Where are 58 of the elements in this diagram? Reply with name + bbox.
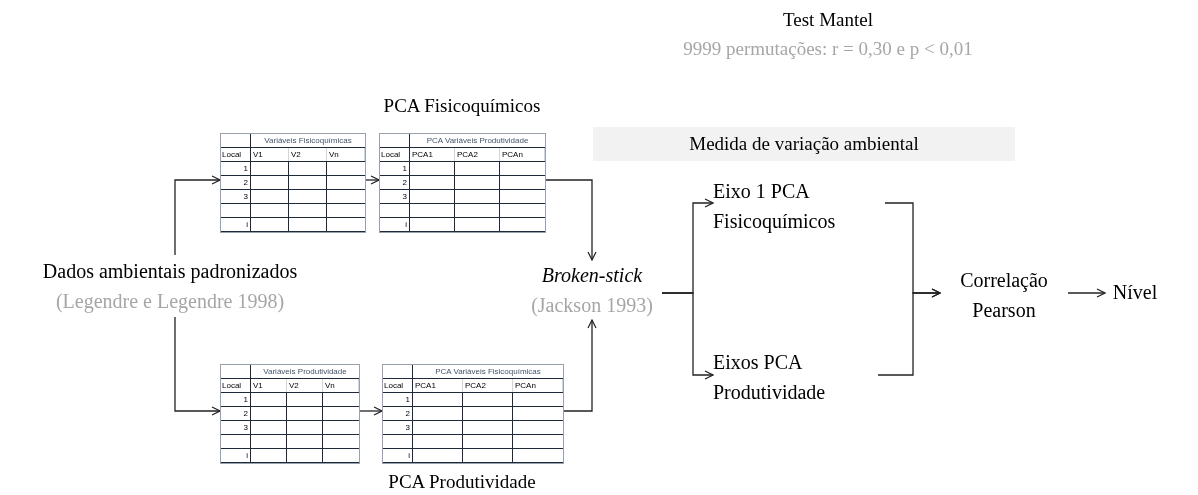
table-header: Local <box>383 379 413 392</box>
table-header: V1 <box>251 148 289 161</box>
title-text: Test Mantel <box>782 8 874 32</box>
row-number: i <box>221 449 251 462</box>
row-number: i <box>380 218 410 231</box>
row-number: 1 <box>383 393 413 406</box>
table-header: PCA1 <box>413 379 463 392</box>
citation-text: (Jackson 1993) <box>531 293 653 319</box>
arrow <box>661 292 714 380</box>
arrow <box>563 319 597 412</box>
band-label: Medida de variação ambiental <box>593 127 1015 161</box>
row-number: 3 <box>221 421 251 434</box>
row-number: 3 <box>380 190 410 203</box>
table-header: PCA1 <box>410 148 455 161</box>
table-header: Variáveis Produtividade <box>262 365 348 378</box>
arrow <box>877 288 941 376</box>
node-text: Dados ambientais padronizados <box>42 259 298 285</box>
row-number: 1 <box>221 162 251 175</box>
arrow <box>174 175 221 256</box>
row-number: i <box>221 218 251 231</box>
row-number: 3 <box>383 421 413 434</box>
statistics-text: 9999 permutações: r = 0,30 e p < 0,01 <box>682 37 974 61</box>
table-header: PCA2 <box>463 379 513 392</box>
table-header: Vn <box>327 148 365 161</box>
table-caption: PCA Fisicoquímicos <box>382 94 542 118</box>
citation-text: (Legendre e Legendre 1998) <box>55 289 285 315</box>
node-text: Correlação Pearson <box>959 268 1049 323</box>
arrow <box>365 175 380 185</box>
table-header: Local <box>221 379 251 392</box>
row-number: 1 <box>221 393 251 406</box>
arrow <box>174 316 221 416</box>
arrow <box>545 179 597 261</box>
row-number: 2 <box>380 176 410 189</box>
row-number: 1 <box>380 162 410 175</box>
node-text: Eixos PCA Produtividade <box>713 350 827 405</box>
table-header: Local <box>221 148 251 161</box>
arrow <box>359 406 383 416</box>
table-caption: PCA Produtividade <box>387 470 537 494</box>
row-number: 2 <box>383 407 413 420</box>
row-number: 2 <box>221 176 251 189</box>
table-header: PCAn <box>513 379 563 392</box>
arrow <box>1067 288 1106 298</box>
table-header: PCA2 <box>455 148 500 161</box>
row-number: 2 <box>221 407 251 420</box>
table-header: Variáveis Fisicoquímicas <box>263 134 353 147</box>
row-number: i <box>383 449 413 462</box>
row-number: 3 <box>221 190 251 203</box>
table-header: PCA Variáveis Fisicoquímicas <box>434 365 542 378</box>
table-header: V2 <box>287 379 323 392</box>
table-header: V2 <box>289 148 327 161</box>
node-text: Nível <box>1112 280 1158 305</box>
table-header: Vn <box>323 379 359 392</box>
node-text: Broken-stick <box>541 263 643 288</box>
node-text: Eixo 1 PCA Fisicoquímicos <box>713 179 837 235</box>
table-header: Local <box>380 148 410 161</box>
table-header: PCAn <box>500 148 545 161</box>
table-header: V1 <box>251 379 287 392</box>
table-header: PCA Variáveis Produtividade <box>425 134 530 147</box>
